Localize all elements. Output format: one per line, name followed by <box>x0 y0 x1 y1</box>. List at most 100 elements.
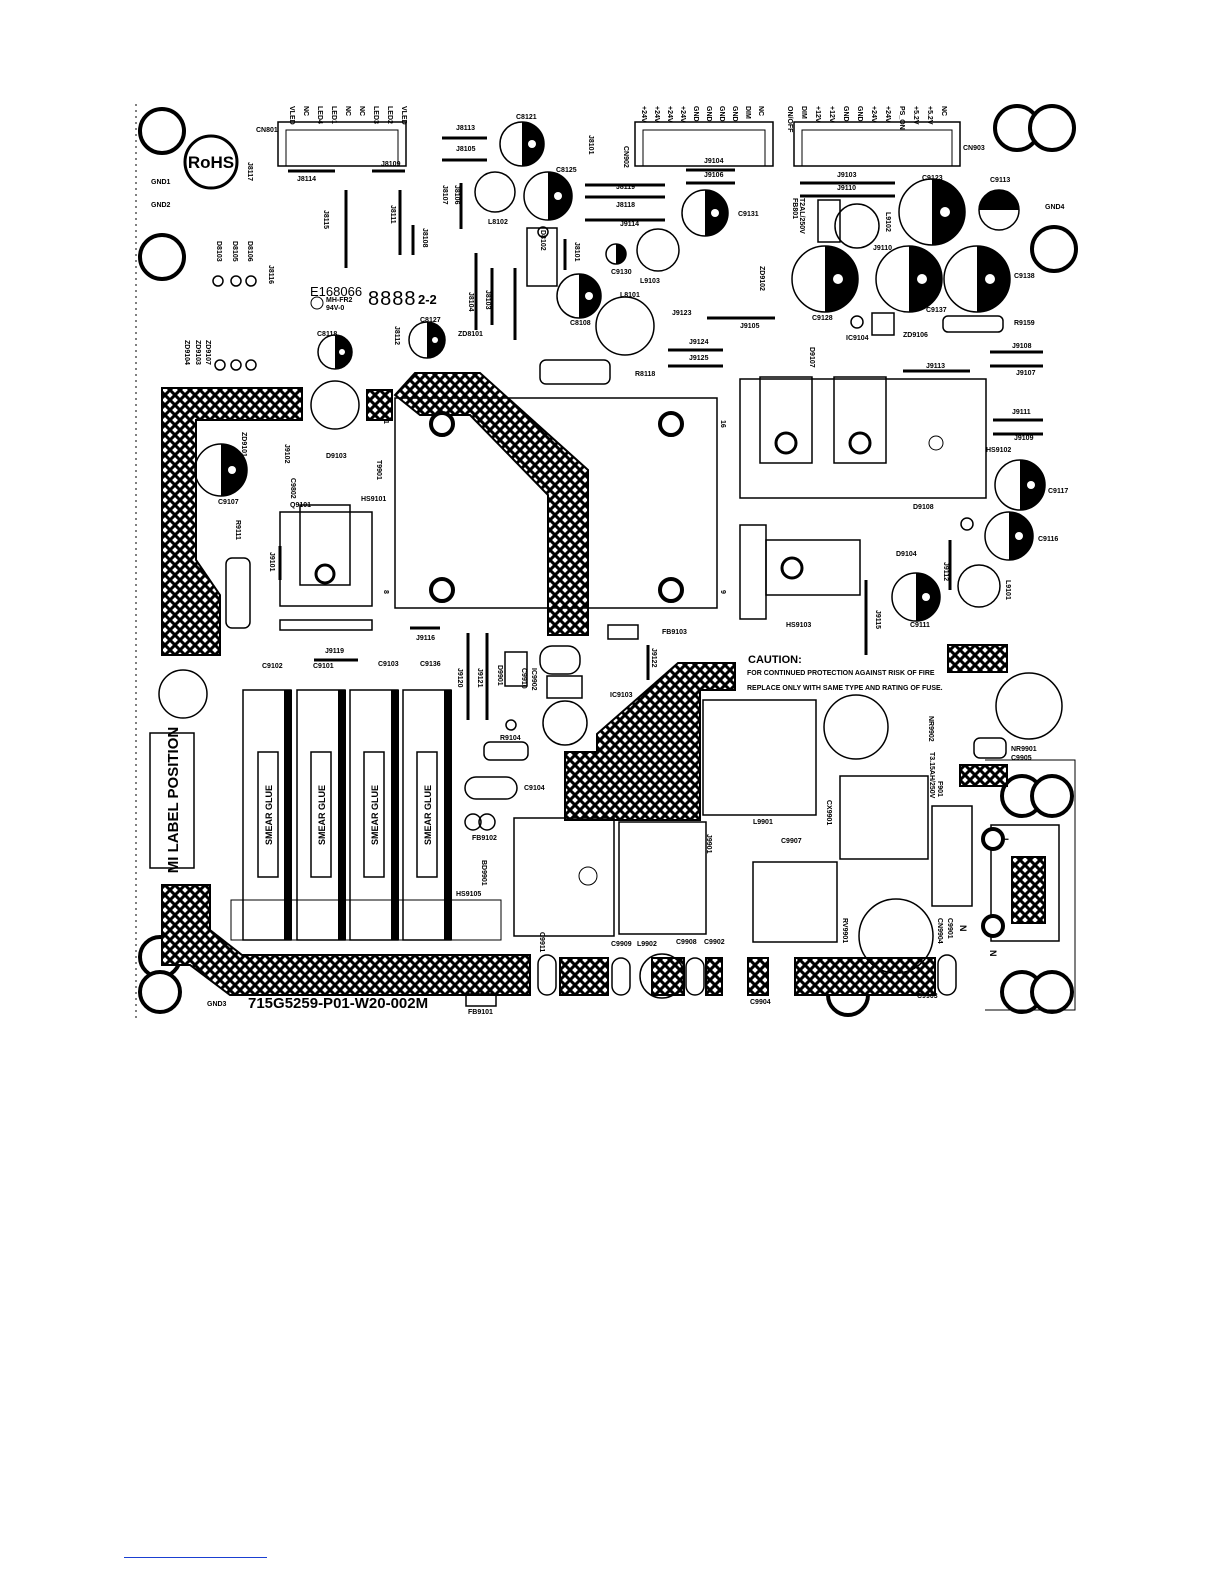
svg-text:N: N <box>958 925 968 932</box>
svg-text:J8113: J8113 <box>456 125 475 132</box>
svg-text:R9104: R9104 <box>500 735 521 742</box>
input-stage <box>513 699 1076 1011</box>
svg-text:J8116: J8116 <box>267 265 274 284</box>
svg-text:J8105: J8105 <box>456 146 476 153</box>
svg-text:SMEAR GLUE: SMEAR GLUE <box>317 785 327 845</box>
svg-text:J9114: J9114 <box>620 221 639 228</box>
svg-text:J8118: J8118 <box>616 202 635 209</box>
svg-text:J9116: J9116 <box>416 635 435 642</box>
svg-text:FB9102: FB9102 <box>472 835 497 842</box>
cn902-pin-10: NC <box>757 106 764 116</box>
svg-text:C9902: C9902 <box>704 939 725 946</box>
svg-text:16: 16 <box>719 420 726 428</box>
svg-text:ZD9103: ZD9103 <box>194 340 201 365</box>
svg-text:C8118: C8118 <box>317 331 337 338</box>
svg-text:ZD8101: ZD8101 <box>458 331 483 338</box>
cn903-pin-4: +12V <box>828 106 835 123</box>
gnd4-label: GND4 <box>1045 204 1065 211</box>
caution-line2: REPLACE ONLY WITH SAME TYPE AND RATING O… <box>747 685 943 692</box>
round-components <box>158 171 1063 999</box>
connector-cn801: CN801 <box>256 121 407 167</box>
svg-text:C9116: C9116 <box>1038 536 1058 543</box>
cn903-pin-2: DIM <box>800 106 807 119</box>
svg-text:F901: F901 <box>936 781 943 797</box>
cn903-pin-5: GND <box>842 106 849 122</box>
svg-text:J9110: J9110 <box>837 185 856 192</box>
jumpers <box>278 136 1043 720</box>
revision: 2-2 <box>418 292 437 307</box>
caution-title: CAUTION: <box>748 654 802 666</box>
cn902-pin-1: +24V <box>640 106 647 123</box>
svg-text:L9902: L9902 <box>637 941 657 948</box>
svg-text:D9107: D9107 <box>808 347 815 368</box>
svg-text:J9101: J9101 <box>268 552 275 572</box>
svg-text:J9121: J9121 <box>476 668 483 688</box>
svg-text:L8102: L8102 <box>488 219 508 226</box>
svg-text:C9802: C9802 <box>289 478 296 499</box>
svg-text:IC9902: IC9902 <box>530 668 537 691</box>
svg-text:SMEAR GLUE: SMEAR GLUE <box>370 785 380 845</box>
svg-text:C9901: C9901 <box>946 918 953 939</box>
cn801-pin-7: LED3 <box>372 106 379 124</box>
svg-text:RoHS: RoHS <box>188 153 234 172</box>
svg-text:J9113: J9113 <box>926 363 945 370</box>
rohs-mark: RoHS <box>183 134 239 190</box>
electrolytic-capacitors <box>194 121 1046 622</box>
svg-text:C9909: C9909 <box>611 941 632 948</box>
heatsink-hs9102 <box>739 376 987 499</box>
svg-text:MI LABEL POSITION: MI LABEL POSITION <box>165 727 182 873</box>
connector-cn902: CN902 <box>622 121 774 168</box>
svg-text:CN9904: CN9904 <box>936 918 943 944</box>
svg-text:J9102: J9102 <box>283 444 290 464</box>
svg-text:D8105: D8105 <box>231 241 238 262</box>
svg-text:J8108: J8108 <box>421 228 428 248</box>
cn801-pin-9: VLED <box>400 106 407 125</box>
svg-text:C8108: C8108 <box>570 320 591 327</box>
cn902-pin-2: +24V <box>653 106 660 123</box>
svg-text:FB9101: FB9101 <box>468 1009 493 1016</box>
svg-text:D8106: D8106 <box>246 241 253 262</box>
svg-text:L: L <box>1000 838 1010 844</box>
svg-text:8: 8 <box>382 590 389 594</box>
cn903-pin-9: PS_ON <box>898 106 905 130</box>
svg-text:ZD9107: ZD9107 <box>204 340 211 365</box>
svg-text:J8117: J8117 <box>246 162 253 181</box>
svg-text:CN902: CN902 <box>622 146 629 168</box>
svg-text:J9104: J9104 <box>704 158 724 165</box>
svg-text:C9907: C9907 <box>781 838 802 845</box>
svg-text:C9905: C9905 <box>1011 755 1032 762</box>
svg-text:C9101: C9101 <box>313 663 334 670</box>
svg-text:C9117: C9117 <box>1048 488 1068 495</box>
svg-text:C9104: C9104 <box>524 785 545 792</box>
svg-text:J8107: J8107 <box>441 185 448 205</box>
caution-block: CAUTION: FOR CONTINUED PROTECTION AGAINS… <box>747 654 943 692</box>
cn801-pin-2: NC <box>302 106 309 116</box>
svg-text:R9111: R9111 <box>234 520 241 540</box>
cn902-pin-3: +24V <box>666 106 673 123</box>
date-box: 8888 <box>368 288 417 310</box>
svg-text:9: 9 <box>719 590 726 594</box>
svg-text:J9120: J9120 <box>456 668 463 688</box>
svg-text:J8106: J8106 <box>453 185 460 205</box>
svg-text:L9101: L9101 <box>1004 580 1011 600</box>
ul-code: E168066 <box>310 284 362 299</box>
svg-text:J8114: J8114 <box>297 176 316 183</box>
svg-text:HS9101: HS9101 <box>361 496 386 503</box>
svg-text:ZD9102: ZD9102 <box>758 266 765 291</box>
svg-text:D8103: D8103 <box>215 241 222 262</box>
svg-text:C9113: C9113 <box>990 177 1010 184</box>
svg-text:T3.15AH/250V: T3.15AH/250V <box>928 752 935 799</box>
svg-text:J8103: J8103 <box>484 290 491 310</box>
cn903-pin-6: GND <box>856 106 863 122</box>
svg-text:CN801: CN801 <box>256 127 278 134</box>
svg-text:C8127: C8127 <box>420 317 441 324</box>
rating-a: MH-FR2 <box>326 297 353 304</box>
svg-text:J8104: J8104 <box>467 292 474 312</box>
heatsink-hs9101 <box>279 504 373 631</box>
component-labels: J8113 J8105 J8114 J8109 J8117 J8107 J810… <box>183 114 1068 1016</box>
cn903-pin-8: +24V <box>884 106 891 123</box>
svg-text:J9108: J9108 <box>1012 343 1032 350</box>
